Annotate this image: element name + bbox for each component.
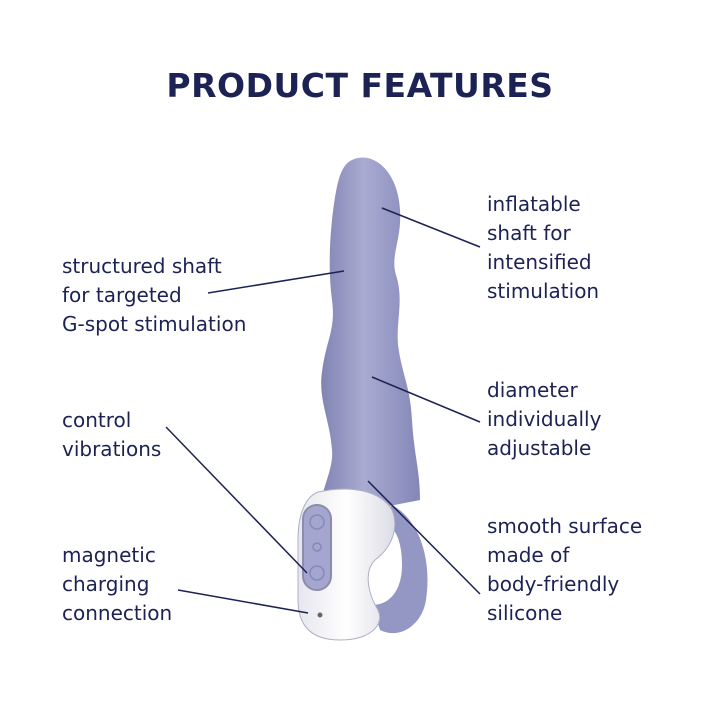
page-title: PRODUCT FEATURES bbox=[166, 66, 554, 105]
feature-inflatable-shaft: inflatable shaft for intensified stimula… bbox=[487, 192, 600, 303]
product-ring bbox=[372, 505, 428, 634]
charging-port-icon bbox=[317, 612, 323, 618]
feature-control-vibrations: control vibrations bbox=[62, 408, 162, 461]
minus-button-icon bbox=[309, 565, 325, 581]
feature-diameter-adjustable: diameter individually adjustable bbox=[487, 378, 602, 460]
feature-smooth-surface: smooth surface made of body-friendly sil… bbox=[487, 514, 643, 625]
control-panel bbox=[302, 504, 332, 591]
product-shaft bbox=[318, 157, 420, 520]
feature-magnetic-charging: magnetic charging connection bbox=[62, 543, 173, 625]
plus-button-icon bbox=[309, 514, 325, 530]
mode-button-icon bbox=[312, 542, 322, 552]
feature-structured-shaft: structured shaft for targeted G-spot sti… bbox=[62, 254, 247, 336]
